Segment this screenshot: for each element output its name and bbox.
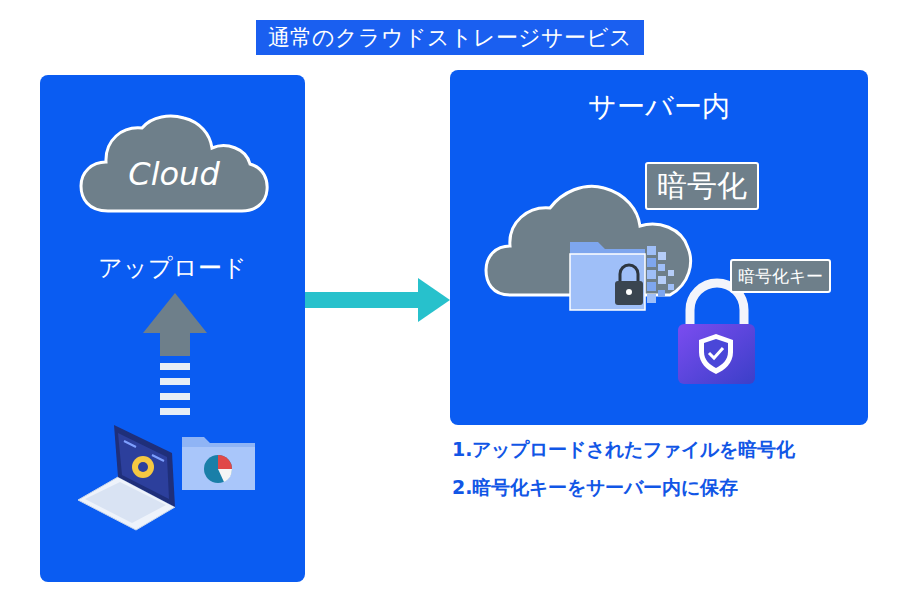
chart-folder bbox=[182, 437, 255, 490]
up-arrow-stripe bbox=[160, 393, 190, 400]
cloud-node: Cloud bbox=[78, 112, 270, 215]
server-panel: サーバー内暗号化暗号化キー bbox=[450, 70, 868, 425]
laptop bbox=[78, 425, 175, 530]
node-text: Cloud bbox=[78, 154, 270, 194]
client-panel: アップロード Cloud bbox=[40, 75, 305, 582]
step-note: 2.暗号化キーをサーバー内に保存 bbox=[452, 475, 738, 501]
server-illustration bbox=[450, 70, 868, 425]
up-arrow-shaft bbox=[160, 332, 190, 356]
step-note: 1.アップロードされたファイルを暗号化 bbox=[452, 437, 795, 463]
title-banner: 通常のクラウドストレージサービス bbox=[256, 20, 644, 55]
node-text: 暗号化キー bbox=[738, 263, 823, 289]
up-arrow-head bbox=[143, 293, 207, 333]
encryption-box: 暗号化 bbox=[645, 162, 759, 210]
encryption-key-box: 暗号化キー bbox=[730, 259, 831, 293]
node-text: アップロード bbox=[40, 252, 305, 284]
up-arrow-stripe bbox=[160, 408, 190, 415]
encrypted-folder bbox=[570, 242, 674, 310]
up-arrow-stripe bbox=[160, 378, 190, 385]
node-text: サーバー内 bbox=[450, 88, 868, 126]
up-arrow-stripe bbox=[160, 363, 190, 370]
padlock bbox=[678, 283, 755, 384]
flow-arrow bbox=[305, 278, 450, 322]
node-text: 暗号化 bbox=[657, 167, 747, 205]
